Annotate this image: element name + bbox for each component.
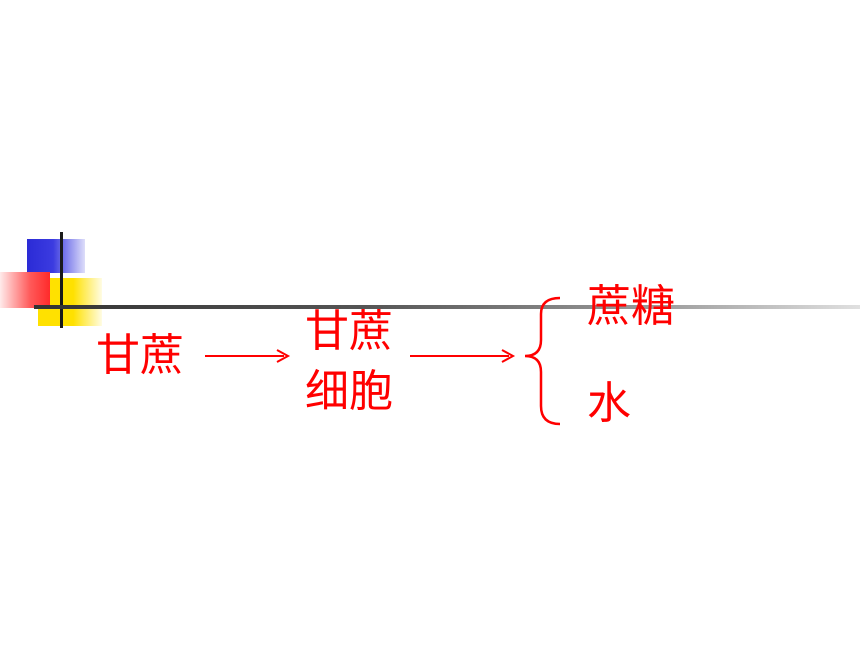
source-label: 甘蔗 <box>96 330 184 381</box>
output-bottom-label: 水 <box>587 378 631 429</box>
arrow-1 <box>205 349 291 363</box>
output-top-label: 蔗糖 <box>587 281 675 332</box>
blue-square-decoration <box>27 239 85 273</box>
middle-label-line1: 甘蔗 <box>305 306 393 357</box>
vertical-rule <box>60 232 63 328</box>
title-divider <box>34 305 860 309</box>
red-square-decoration <box>0 272 50 308</box>
middle-label-line2: 细胞 <box>305 366 393 417</box>
arrow-2 <box>410 349 516 363</box>
curly-brace <box>524 296 561 426</box>
